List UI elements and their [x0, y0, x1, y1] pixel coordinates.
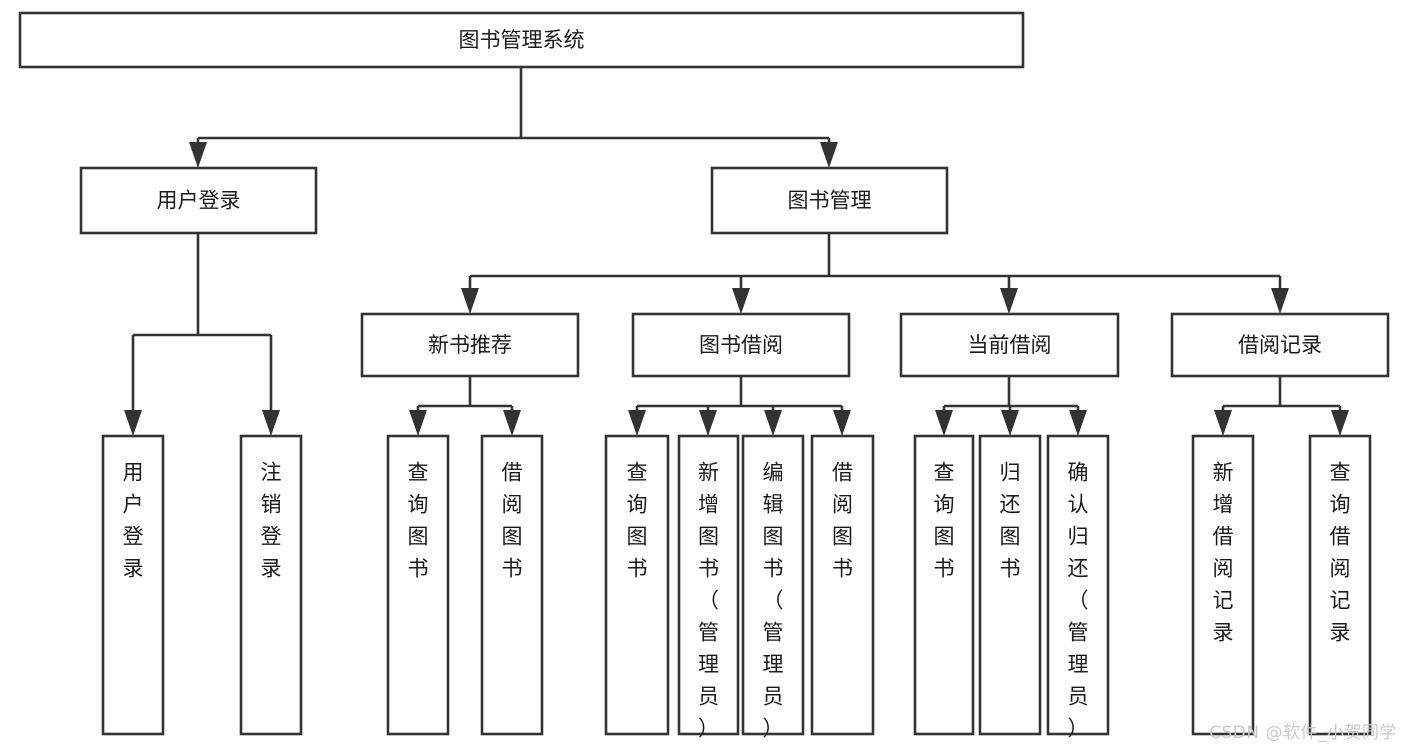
node-box[interactable] — [604, 434, 670, 736]
node-box[interactable] — [1308, 434, 1372, 736]
node-leaf-cur-query[interactable]: 查询图书 — [913, 434, 975, 736]
conn-records-connector — [1214, 376, 1349, 436]
arrow-head-icon — [461, 288, 479, 314]
arrow-head-icon — [1331, 410, 1349, 436]
node-bookmgmt[interactable]: 图书管理 — [710, 166, 949, 235]
node-box[interactable] — [913, 434, 975, 736]
node-box[interactable] — [677, 434, 740, 736]
arrow-head-icon — [1069, 410, 1087, 436]
node-leaf-bw-query[interactable]: 查询图书 — [604, 434, 670, 736]
node-box[interactable] — [631, 312, 851, 378]
node-leaf-nb-borrow[interactable]: 借阅图书 — [480, 434, 544, 736]
arrow-head-icon — [833, 410, 851, 436]
arrow-head-icon — [503, 410, 521, 436]
conn-login-connector — [124, 233, 280, 436]
conn-root-connector — [189, 67, 838, 168]
arrow-head-icon — [1000, 288, 1018, 314]
node-leaf-rec-add[interactable]: 新增借阅记录 — [1191, 434, 1255, 736]
node-current[interactable]: 当前借阅 — [899, 312, 1120, 378]
arrow-head-icon — [699, 410, 717, 436]
node-box[interactable] — [978, 434, 1042, 736]
node-box[interactable] — [899, 312, 1120, 378]
node-label: 借阅图书 — [832, 461, 853, 581]
node-label: 新增图书（管理员） — [698, 461, 719, 741]
node-label: 确认归还（管理员） — [1068, 461, 1089, 741]
node-label: 当前借阅 — [968, 333, 1052, 357]
node-box[interactable] — [239, 434, 303, 736]
node-leaf-user-logout[interactable]: 注销登录 — [239, 434, 303, 736]
node-label: 用户登录 — [123, 461, 144, 581]
node-box[interactable] — [810, 434, 875, 736]
node-leaf-user-login[interactable]: 用户登录 — [101, 434, 165, 736]
node-leaf-bw-borrow[interactable]: 借阅图书 — [810, 434, 875, 736]
node-newbook[interactable]: 新书推荐 — [360, 312, 580, 378]
arrow-head-icon — [124, 410, 142, 436]
node-box[interactable] — [710, 166, 949, 235]
node-box[interactable] — [480, 434, 544, 736]
node-label: 注销登录 — [261, 461, 282, 581]
csdn-watermark: CSDN @软件_小贺同学 — [1209, 723, 1397, 743]
node-leaf-nb-query[interactable]: 查询图书 — [386, 434, 450, 736]
node-label: 编辑图书（管理员） — [763, 461, 784, 741]
node-label: 用户登录 — [157, 189, 241, 213]
node-label: 新增借阅记录 — [1213, 461, 1234, 645]
node-borrow[interactable]: 图书借阅 — [631, 312, 851, 378]
arrow-head-icon — [189, 142, 207, 168]
node-label: 图书管理系统 — [459, 28, 585, 52]
node-box[interactable] — [1170, 312, 1390, 378]
arrow-head-icon — [935, 410, 953, 436]
arrow-head-icon — [409, 410, 427, 436]
node-box[interactable] — [360, 312, 580, 378]
node-leaf-rec-query[interactable]: 查询借阅记录 — [1308, 434, 1372, 736]
node-box[interactable] — [386, 434, 450, 736]
connector-layer — [124, 67, 1349, 436]
node-label: 查询图书 — [408, 461, 429, 581]
node-leaf-cur-confirm[interactable]: 确认归还（管理员） — [1046, 434, 1110, 741]
node-box[interactable] — [18, 11, 1025, 69]
node-leaf-cur-return[interactable]: 归还图书 — [978, 434, 1042, 736]
node-box[interactable] — [1191, 434, 1255, 736]
conn-borrow-connector — [628, 376, 851, 436]
arrow-head-icon — [820, 142, 838, 168]
arrow-head-icon — [1271, 288, 1289, 314]
arrow-head-icon — [628, 410, 646, 436]
node-box[interactable] — [79, 166, 318, 235]
conn-newbook-connector — [409, 376, 521, 436]
node-layer: 图书管理系统用户登录图书管理新书推荐图书借阅当前借阅借阅记录用户登录注销登录查询… — [18, 11, 1390, 741]
node-label: 借阅记录 — [1238, 333, 1322, 357]
node-login[interactable]: 用户登录 — [79, 166, 318, 235]
conn-bookmgmt-connector — [461, 233, 1289, 314]
arrow-head-icon — [764, 410, 782, 436]
node-box[interactable] — [741, 434, 805, 736]
node-records[interactable]: 借阅记录 — [1170, 312, 1390, 378]
node-label: 新书推荐 — [428, 333, 512, 357]
node-label: 图书借阅 — [699, 333, 783, 357]
node-box[interactable] — [101, 434, 165, 736]
node-label: 归还图书 — [1000, 461, 1021, 581]
arrow-head-icon — [262, 410, 280, 436]
node-root[interactable]: 图书管理系统 — [18, 11, 1025, 69]
node-label: 查询借阅记录 — [1330, 461, 1351, 645]
arrow-head-icon — [1001, 410, 1019, 436]
node-label: 查询图书 — [627, 461, 648, 581]
node-leaf-bw-edit[interactable]: 编辑图书（管理员） — [741, 434, 805, 741]
node-label: 借阅图书 — [502, 461, 523, 581]
node-label: 查询图书 — [934, 461, 955, 581]
arrow-head-icon — [1214, 410, 1232, 436]
conn-current-connector — [935, 376, 1087, 436]
node-label: 图书管理 — [788, 189, 872, 213]
node-box[interactable] — [1046, 434, 1110, 736]
node-leaf-bw-add[interactable]: 新增图书（管理员） — [677, 434, 740, 741]
arrow-head-icon — [732, 288, 750, 314]
